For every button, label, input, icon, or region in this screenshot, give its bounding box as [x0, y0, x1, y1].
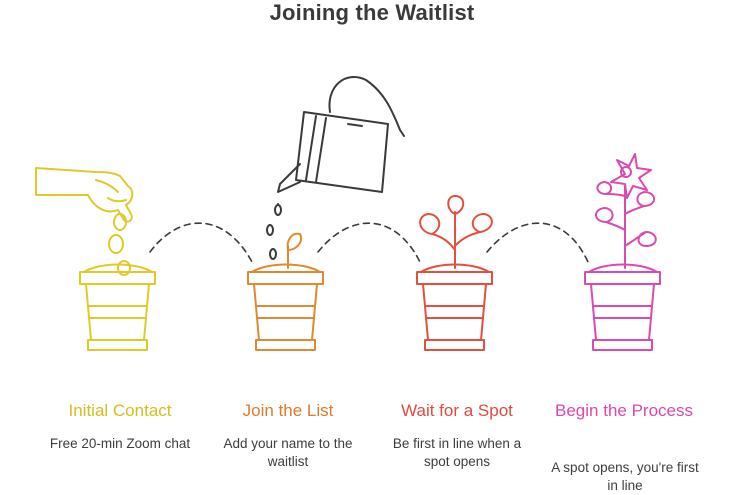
- flowering-plant-icon: [595, 153, 657, 269]
- pot-4: [584, 263, 661, 351]
- connector-1-2: [149, 222, 253, 263]
- connector-3-4: [486, 222, 589, 263]
- growing-plant-icon: [419, 195, 493, 269]
- pot-1: [79, 263, 156, 351]
- hand-dropping-seeds-icon: [35, 167, 134, 276]
- step-3-description: Be first in line when a spot opens: [392, 436, 522, 469]
- step-2-title: Join the List: [242, 401, 334, 420]
- step-4-title: Begin the Process: [555, 401, 693, 420]
- watering-can-sprout-icon: [266, 76, 405, 260]
- step-4-description: A spot opens, you're first in line: [551, 460, 699, 493]
- step-2-description: Add your name to the waitlist: [223, 436, 353, 469]
- dashed-connectors: [149, 222, 589, 263]
- pot-2: [247, 232, 324, 351]
- connector-2-3: [317, 222, 421, 263]
- pot-3: [416, 263, 493, 351]
- step-1-title: Initial Contact: [68, 401, 172, 420]
- step-1-description: Free 20-min Zoom chat: [49, 436, 191, 451]
- step-3-title: Wait for a Spot: [401, 401, 513, 420]
- diagram-title: Joining the Waitlist: [269, 0, 475, 25]
